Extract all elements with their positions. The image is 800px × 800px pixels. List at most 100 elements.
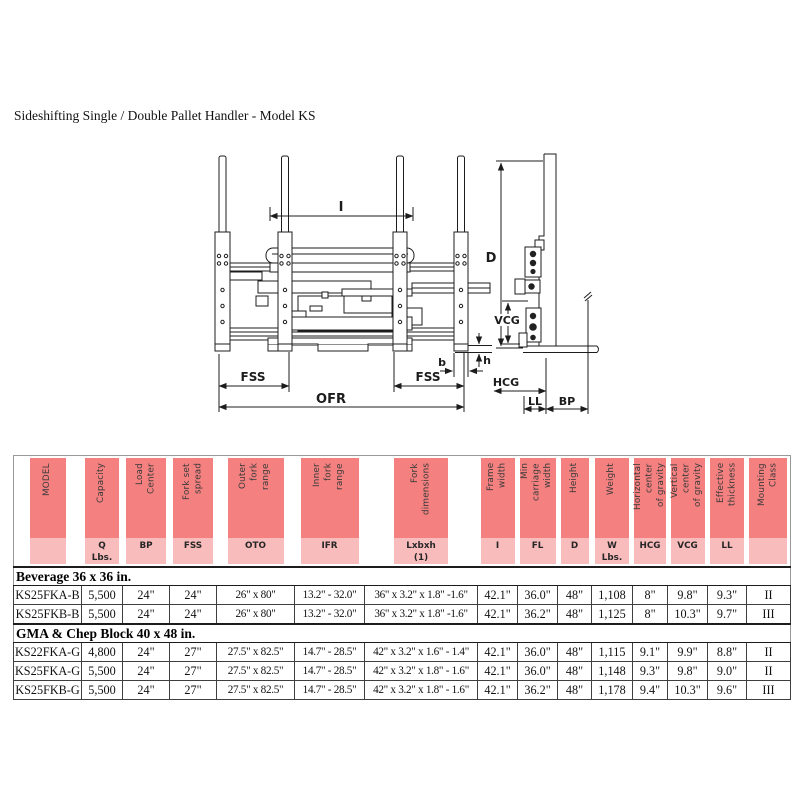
column-header-symbol: IFR <box>300 538 359 564</box>
page-title: Sideshifting Single / Double Pallet Hand… <box>14 108 316 123</box>
spec-cell: 42" x 3.2" x 1.8" - 1.6" <box>364 661 479 681</box>
column-header-symbol: Lxbxh (1) <box>394 538 449 564</box>
spec-cell: 27" <box>169 680 218 700</box>
column-header-label: Inner fork range <box>300 458 359 538</box>
spec-cell: 9.3" <box>707 585 748 605</box>
column-header: MODEL <box>13 455 82 567</box>
spec-cell: 36.0" <box>517 642 559 662</box>
spec-cell: II <box>746 585 792 605</box>
spec-cell: 9.0" <box>707 661 748 681</box>
spec-cell: 42.1" <box>477 642 519 662</box>
column-header-symbol: Q Lbs. <box>85 538 120 564</box>
column-header-symbol: BP <box>126 538 167 564</box>
column-header-label: Min carriage width <box>519 458 556 538</box>
spec-cell: 8.8" <box>707 642 748 662</box>
spec-cell: 13.2" - 32.0" <box>294 604 366 625</box>
spec-cell: 48" <box>557 661 593 681</box>
spec-cell: 27.5" x 82.5" <box>216 642 296 662</box>
dimension-label-ll: LL <box>528 395 542 408</box>
column-header-symbol <box>29 538 66 564</box>
spec-cell: 14.7" - 28.5" <box>294 680 366 700</box>
spec-cell: 48" <box>557 585 593 605</box>
spec-cell: 4,800 <box>81 642 124 662</box>
spec-cell: 14.7" - 28.5" <box>294 642 366 662</box>
spec-cell: II <box>746 642 792 662</box>
spec-cell: 9.6" <box>707 680 748 700</box>
spec-cell: 10.3" <box>667 604 709 625</box>
column-header-symbol: OTO <box>227 538 284 564</box>
spec-cell: 26" x 80" <box>216 604 296 625</box>
column-header-symbol: D <box>560 538 589 564</box>
spec-cell: 5,500 <box>81 604 124 625</box>
spec-cell: 36.0" <box>517 585 559 605</box>
spec-cell: 13.2" - 32.0" <box>294 585 366 605</box>
spec-cell: 24" <box>169 604 218 625</box>
column-header-label: Fork set spread <box>173 458 214 538</box>
spec-cell: 5,500 <box>81 585 124 605</box>
section-title: Beverage 36 x 36 in. <box>13 566 791 586</box>
spec-cell: 24" <box>122 642 171 662</box>
column-header-symbol: I <box>480 538 515 564</box>
dimension-label-vcg: VCG <box>494 314 520 327</box>
spec-cell: 27" <box>169 642 218 662</box>
spec-cell: 8" <box>632 585 669 605</box>
spec-cell: 9.8" <box>667 585 709 605</box>
spec-cell: 1,115 <box>591 642 634 662</box>
column-header-block: MODEL <box>29 458 66 564</box>
column-header-label: Load Center <box>126 458 167 538</box>
spec-cell: 9.7" <box>707 604 748 625</box>
column-header-label: Mounting Class <box>749 458 788 538</box>
spec-cell: 9.3" <box>632 661 669 681</box>
spec-cell: 36.0" <box>517 661 559 681</box>
column-header-label: Fork dimensions <box>394 458 449 538</box>
roller-details <box>528 250 537 341</box>
spec-cell: 27" <box>169 661 218 681</box>
spec-cell: 9.1" <box>632 642 669 662</box>
column-header-label: Outer fork range <box>227 458 284 538</box>
spec-cell: 8" <box>632 604 669 625</box>
spec-cell: 9.8" <box>667 661 709 681</box>
spec-cell: 48" <box>557 680 593 700</box>
spec-cell: III <box>746 604 792 625</box>
dimension-label-ofr: OFR <box>316 392 346 407</box>
section-header-row: Beverage 36 x 36 in. <box>13 566 791 586</box>
technical-diagram: I FSS FSS OFR b h <box>214 153 599 414</box>
column-header-label: MODEL <box>29 458 66 538</box>
spec-cell: KS22FKA-G <box>12 642 83 662</box>
spec-cell: 5,500 <box>81 661 124 681</box>
dimension-label-h: h <box>483 354 491 367</box>
dimension-label-b: b <box>438 356 446 369</box>
spec-cell: 42.1" <box>477 680 519 700</box>
column-header-label: Horizontal center of gravity <box>633 458 667 538</box>
column-header: Mounting Class <box>746 455 791 567</box>
spec-cell: 5,500 <box>81 680 124 700</box>
front-dimensions <box>218 207 483 412</box>
spec-cell: 48" <box>557 642 593 662</box>
column-header-label: Weight <box>595 458 630 538</box>
spec-cell: 24" <box>122 585 171 605</box>
column-header-label: Frame width <box>480 458 515 538</box>
spec-cell: 24" <box>122 604 171 625</box>
